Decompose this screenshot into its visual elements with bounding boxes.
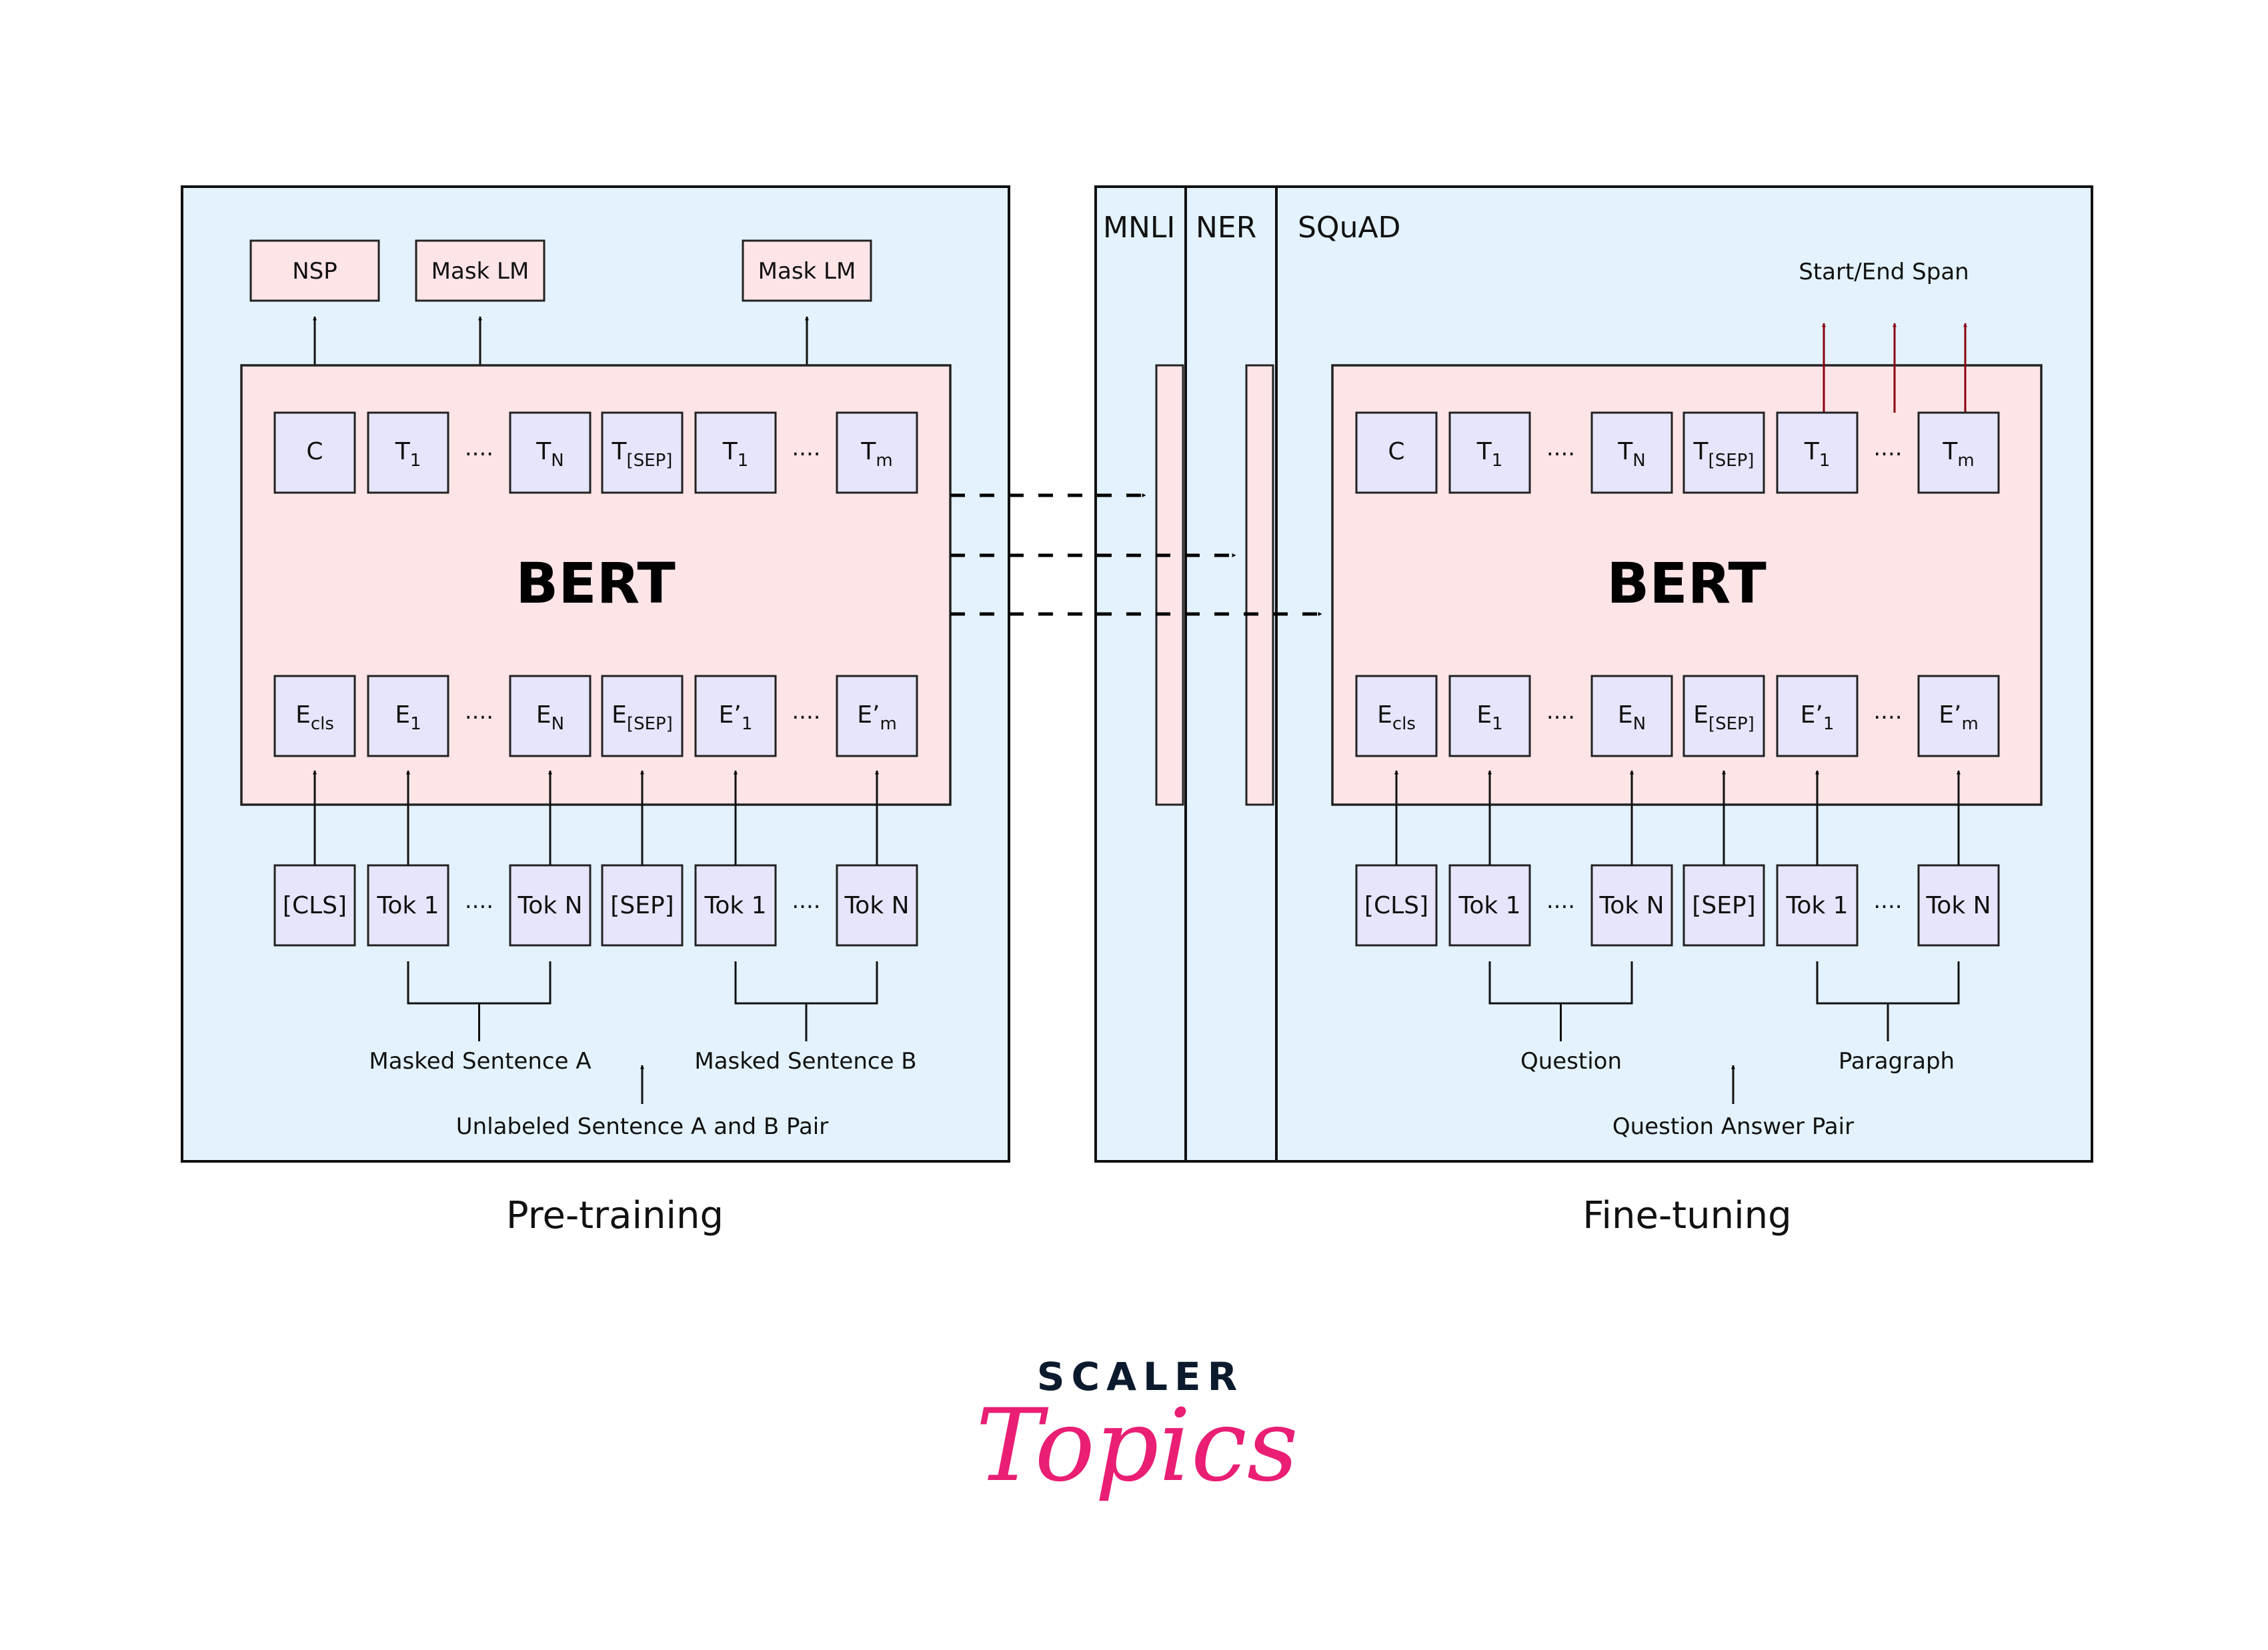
pretraining-output-cell <box>509 411 592 494</box>
finetuning-embedding-cell <box>1917 675 2000 757</box>
finetuning-ellipsis: .... <box>1873 698 1902 725</box>
pretraining-output-cell <box>367 411 449 494</box>
finetuning-input-token-label: [CLS] <box>1364 892 1428 919</box>
task-label-mnli: MNLI <box>1103 211 1175 245</box>
pretraining-ellipsis: .... <box>792 698 820 725</box>
finetuning-output-cell <box>1682 411 1765 494</box>
question-label: Question <box>1520 1048 1622 1075</box>
pretraining-input-token-label: Tok N <box>844 892 909 919</box>
pretraining-output-cell <box>601 411 684 494</box>
finetuning-input-token-label: Tok 1 <box>1458 892 1520 919</box>
logo-topics-text: Topics <box>976 1388 1298 1504</box>
nsp-head-box <box>249 239 380 302</box>
mnli-bert-stub <box>1155 364 1184 806</box>
finetuning-ellipsis: .... <box>1873 887 1902 914</box>
pretraining-input-token-cell <box>509 864 592 947</box>
pretraining-panel: NSP Mask LM Mask LM BERT CEcls[CLS]T1E1T… <box>181 185 1010 1163</box>
task-label-squad: SQuAD <box>1298 211 1400 245</box>
pretraining-ellipsis: .... <box>792 435 820 461</box>
pretraining-bert-box <box>240 364 952 806</box>
finetuning-output-cell <box>1448 411 1531 494</box>
pretraining-segment-bracket-1 <box>407 961 551 1041</box>
masked-sentence-a-label: Masked Sentence A <box>369 1048 591 1075</box>
pretraining-output-label: C <box>306 438 323 465</box>
finetuning-output-cell <box>1917 411 2000 494</box>
pretraining-caption: Pre-training <box>506 1194 724 1237</box>
pretraining-input-token-cell <box>836 864 918 947</box>
pretraining-embedding-cell <box>601 675 684 757</box>
pretraining-output-label: TN <box>535 438 563 471</box>
nsp-head-label: NSP <box>292 258 337 285</box>
pretraining-input-token-label: Tok 1 <box>376 892 439 919</box>
finetuning-embedding-cell <box>1682 675 1765 757</box>
pretraining-input-token-label: [SEP] <box>610 892 674 919</box>
finetuning-output-label: C <box>1388 438 1404 465</box>
finetuning-segment-bracket-1 <box>1488 961 1633 1041</box>
finetuning-ellipsis: .... <box>1873 435 1902 461</box>
finetuning-panel: MNLI NER SQuAD Start/End Span BERT CEcls… <box>1094 185 2093 1163</box>
finetuning-output-cell <box>1355 411 1438 494</box>
finetuning-ellipsis: .... <box>1546 698 1575 725</box>
finetuning-ellipsis: .... <box>1546 435 1575 461</box>
pretraining-embedding-cell <box>836 675 918 757</box>
finetuning-embedding-cell <box>1448 675 1531 757</box>
pretraining-ellipsis: .... <box>465 887 493 914</box>
pretraining-embedding-cell <box>367 675 449 757</box>
pretraining-ellipsis: .... <box>792 887 820 914</box>
finetuning-output-cell <box>1590 411 1673 494</box>
finetuning-output-cell <box>1776 411 1859 494</box>
pretraining-output-cell <box>273 411 356 494</box>
finetuning-input-label: Question Answer Pair <box>1612 1113 1854 1140</box>
task-label-ner: NER <box>1196 211 1256 245</box>
pretraining-input-token-cell <box>601 864 684 947</box>
finetuning-embedding-cell <box>1355 675 1438 757</box>
finetuning-input-token-label: Tok N <box>1925 892 1991 919</box>
masklm-head-box-2 <box>742 239 872 302</box>
finetuning-input-token-label: Tok N <box>1598 892 1664 919</box>
pretraining-segment-bracket-2 <box>734 961 878 1041</box>
pretraining-heads: NSP Mask LM Mask LM <box>249 239 872 365</box>
logo-scaler-text: SCALER <box>1037 1354 1244 1399</box>
pretraining-output-cell <box>694 411 777 494</box>
ner-bert-stub <box>1245 364 1274 806</box>
pretraining-input-token-label: [CLS] <box>283 892 347 919</box>
masklm-head-label-2: Mask LM <box>758 258 856 285</box>
scaler-topics-logo: SCALER Topics <box>976 1354 1298 1504</box>
pretraining-input-token-cell <box>367 864 449 947</box>
finetuning-output-label: TN <box>1617 438 1645 471</box>
finetuning-input-token-cell <box>1355 864 1438 947</box>
pretraining-input-token-label: Tok N <box>517 892 582 919</box>
masklm-head-box-1 <box>415 239 545 302</box>
finetuning-embedding-cell <box>1590 675 1673 757</box>
finetuning-segment-bracket-2 <box>1816 961 1960 1041</box>
finetuning-input-token-label: [SEP] <box>1692 892 1755 919</box>
pretraining-input-token-cell <box>273 864 356 947</box>
finetuning-ellipsis: .... <box>1546 887 1575 914</box>
pretraining-embedding-cell <box>509 675 592 757</box>
pretraining-ellipsis: .... <box>465 698 493 725</box>
pretraining-input-token-label: Tok 1 <box>704 892 766 919</box>
masked-sentence-b-label: Masked Sentence B <box>694 1048 916 1075</box>
transfer-arrows <box>950 493 1322 616</box>
finetuning-input-token-cell <box>1590 864 1673 947</box>
start-end-span-label: Start/End Span <box>1799 259 1969 285</box>
pretraining-embedding-cell <box>694 675 777 757</box>
pretraining-input-label: Unlabeled Sentence A and B Pair <box>456 1113 828 1140</box>
pretraining-bert-label: BERT <box>515 551 676 616</box>
masklm-head-label-1: Mask LM <box>431 258 529 285</box>
pretraining-output-cell <box>836 411 918 494</box>
paragraph-label: Paragraph <box>1839 1048 1955 1075</box>
finetuning-bert-label: BERT <box>1606 551 1767 616</box>
pretraining-embedding-cell <box>273 675 356 757</box>
pretraining-ellipsis: .... <box>465 435 493 461</box>
finetuning-input-token-label: Tok 1 <box>1785 892 1848 919</box>
finetuning-input-token-cell <box>1448 864 1531 947</box>
finetuning-embedding-cell <box>1776 675 1859 757</box>
finetuning-caption: Fine-tuning <box>1582 1194 1791 1237</box>
